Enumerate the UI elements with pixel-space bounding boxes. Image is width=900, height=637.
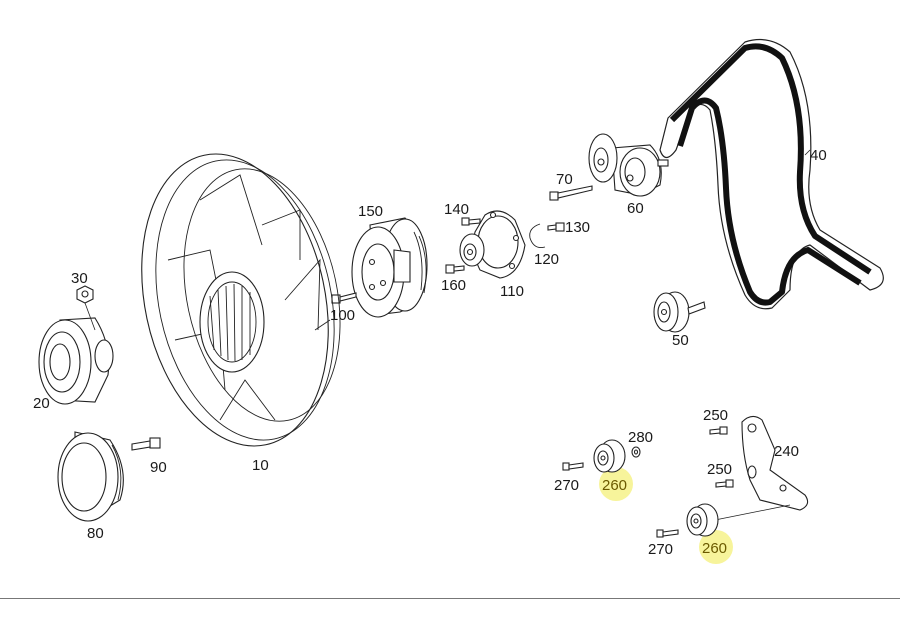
label-40: 40 xyxy=(810,147,827,164)
label-110: 110 xyxy=(500,283,524,300)
label-60: 60 xyxy=(627,200,644,217)
label-20: 20 xyxy=(33,395,50,412)
label-140: 140 xyxy=(444,201,469,218)
nut-30[interactable] xyxy=(76,285,94,304)
label-130: 130 xyxy=(565,219,590,236)
label-100: 100 xyxy=(330,307,355,324)
label-160: 160 xyxy=(441,277,466,294)
bolt-250-lower[interactable] xyxy=(715,479,734,488)
label-90: 90 xyxy=(150,459,167,476)
label-10: 10 xyxy=(252,457,269,474)
label-280: 280 xyxy=(628,429,653,446)
label-250-lower: 250 xyxy=(707,461,732,478)
highlight-260-lower xyxy=(699,530,733,564)
bolt-70[interactable] xyxy=(549,185,593,201)
highlight-260-upper xyxy=(599,467,633,501)
label-270-lower: 270 xyxy=(648,541,673,558)
label-30: 30 xyxy=(71,270,88,287)
label-80: 80 xyxy=(87,525,104,542)
idler-pulley-50[interactable] xyxy=(653,291,706,333)
bolt-250-upper[interactable] xyxy=(709,426,728,435)
bracket-240[interactable] xyxy=(714,415,809,521)
label-270-upper: 270 xyxy=(554,477,579,494)
label-50: 50 xyxy=(672,332,689,349)
damper-80[interactable] xyxy=(57,431,124,522)
drive-belt-40[interactable] xyxy=(659,39,884,310)
label-70: 70 xyxy=(556,171,573,188)
part-labels: 10 20 30 40 50 60 70 80 90 100 110 120 1… xyxy=(33,147,827,558)
snap-ring-120[interactable] xyxy=(529,223,546,249)
crank-pulley-20[interactable] xyxy=(38,317,114,405)
label-260-upper: 260 xyxy=(602,477,627,494)
label-250-upper: 250 xyxy=(703,407,728,424)
screw-270-upper[interactable] xyxy=(562,462,584,471)
bolt-160[interactable] xyxy=(445,264,465,274)
fan-shroud-10[interactable] xyxy=(116,137,362,464)
roller-260-lower[interactable] xyxy=(686,503,719,537)
label-260-lower: 260 xyxy=(702,540,727,557)
bolt-140[interactable] xyxy=(461,217,481,226)
leader-lines xyxy=(84,149,811,331)
roller-260-upper[interactable] xyxy=(593,439,626,473)
bolt-130[interactable] xyxy=(547,222,565,232)
label-240: 240 xyxy=(774,443,799,460)
bolt-100[interactable] xyxy=(331,292,357,304)
label-150: 150 xyxy=(358,203,383,220)
water-pump-110[interactable] xyxy=(459,210,526,279)
bottom-divider xyxy=(0,598,900,599)
label-120: 120 xyxy=(534,251,559,268)
bolt-90[interactable] xyxy=(131,437,161,451)
washer-280[interactable] xyxy=(631,446,641,458)
belt-tensioner-60[interactable] xyxy=(588,133,669,197)
fan-pulley-150[interactable] xyxy=(351,217,428,318)
screw-270-lower[interactable] xyxy=(656,529,679,538)
